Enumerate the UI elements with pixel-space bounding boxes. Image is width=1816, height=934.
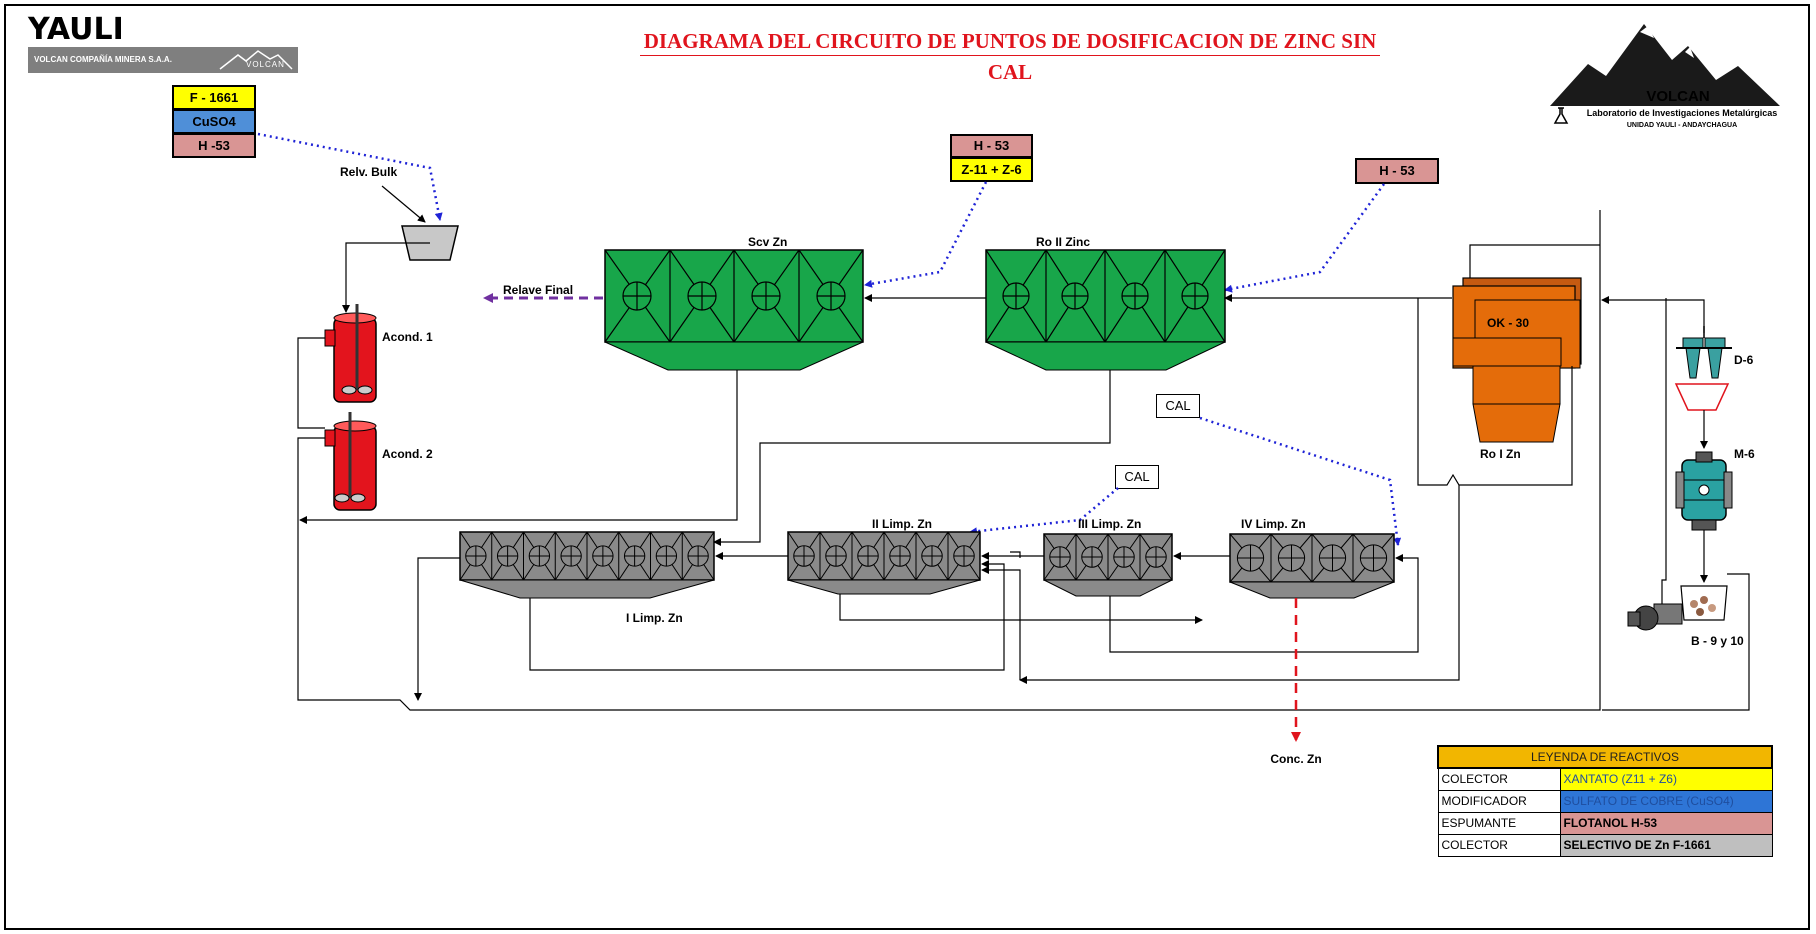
label-ro-ii-zinc: Ro II Zinc bbox=[1036, 235, 1090, 249]
brand-logo-text: VOLCAN bbox=[246, 60, 285, 69]
lab-logo: VOLCAN Laboratorio de Investigaciones Me… bbox=[1548, 18, 1788, 138]
label-m6: M-6 bbox=[1734, 447, 1755, 461]
ro-ii-zinc-bank bbox=[985, 249, 1226, 371]
lab-flask-icon bbox=[1553, 107, 1569, 124]
legend-type: COLECTOR bbox=[1437, 833, 1561, 857]
reagent-tag-h53-left: H -53 bbox=[172, 133, 256, 158]
conditioner-tank-2 bbox=[324, 412, 377, 511]
label-scv-zn: Scv Zn bbox=[748, 235, 787, 249]
label-iv-limp-zn: IV Limp. Zn bbox=[1241, 517, 1306, 531]
label-conc-zn: Conc. Zn bbox=[1270, 752, 1321, 766]
label-acond-2: Acond. 2 bbox=[382, 447, 433, 461]
brand-subtitle: VOLCAN COMPAÑÍA MINERA S.A.A. bbox=[34, 55, 172, 64]
legend-row: COLECTOR XANTATO (Z11 + Z6) bbox=[1437, 767, 1773, 791]
cleaner-cell-glyphs bbox=[459, 531, 1395, 583]
feed-box bbox=[1674, 383, 1730, 411]
yauli-logo: YAULI VOLCAN COMPAÑÍA MINERA S.A.A. VOLC… bbox=[28, 14, 298, 76]
legend-row: MODIFICADOR SULFATO DE COBRE (CuSO4) bbox=[1437, 789, 1773, 813]
legend-reagent: SELECTIVO DE Zn F-1661 bbox=[1559, 833, 1773, 857]
reagent-tag-z11-z6: Z-11 + Z-6 bbox=[950, 157, 1033, 182]
reagent-legend: LEYENDA DE REACTIVOS COLECTOR XANTATO (Z… bbox=[1437, 745, 1773, 857]
label-ok30: OK - 30 bbox=[1487, 316, 1529, 330]
ok30-cell bbox=[1452, 277, 1582, 443]
reagent-tag-cal-1: CAL bbox=[1156, 394, 1200, 418]
legend-type: MODIFICADOR bbox=[1437, 789, 1561, 813]
legend-reagent: SULFATO DE COBRE (CuSO4) bbox=[1559, 789, 1773, 813]
brand-name: YAULI bbox=[28, 12, 124, 47]
label-d6: D-6 bbox=[1734, 353, 1754, 367]
scv-zn-bank bbox=[604, 249, 864, 371]
reagent-tag-h53-mid: H - 53 bbox=[950, 134, 1033, 158]
legend-type: ESPUMANTE bbox=[1437, 811, 1561, 835]
label-i-limp-zn: I Limp. Zn bbox=[626, 611, 683, 625]
conditioner-tank-1 bbox=[324, 304, 377, 403]
pump-b9-10 bbox=[1627, 585, 1728, 631]
page-title: DIAGRAMA DEL CIRCUITO DE PUNTOS DE DOSIF… bbox=[600, 29, 1420, 85]
title-line-1: DIAGRAMA DEL CIRCUITO DE PUNTOS DE DOSIF… bbox=[639, 29, 1381, 56]
legend-reagent: XANTATO (Z11 + Z6) bbox=[1559, 767, 1773, 791]
reagent-tag-h53-right: H - 53 bbox=[1355, 158, 1439, 184]
lab-subtitle: Laboratorio de Investigaciones Metalúrgi… bbox=[1586, 108, 1778, 118]
mountain-icon bbox=[219, 50, 293, 70]
label-b9-10: B - 9 y 10 bbox=[1691, 634, 1744, 648]
diagram-frame bbox=[4, 4, 1810, 930]
label-relave-final: Relave Final bbox=[503, 283, 573, 297]
label-relv-bulk: Relv. Bulk bbox=[340, 165, 397, 179]
legend-row: COLECTOR SELECTIVO DE Zn F-1661 bbox=[1437, 833, 1773, 857]
lab-name: VOLCAN bbox=[1646, 88, 1710, 105]
label-ro-i-zn: Ro I Zn bbox=[1480, 447, 1521, 461]
cyclone-d6 bbox=[1676, 326, 1732, 379]
legend-reagent: FLOTANOL H-53 bbox=[1559, 811, 1773, 835]
lab-unit: UNIDAD YAULI - ANDAYCHAGUA bbox=[1626, 122, 1738, 129]
brand-banner: VOLCAN COMPAÑÍA MINERA S.A.A. VOLCAN bbox=[28, 47, 298, 73]
reagent-dosing-lines bbox=[257, 132, 1402, 546]
reagent-tag-cal-2: CAL bbox=[1115, 465, 1159, 489]
mill-m6 bbox=[1675, 451, 1733, 531]
legend-row: ESPUMANTE FLOTANOL H-53 bbox=[1437, 811, 1773, 835]
volcan-mountain-icon bbox=[1550, 24, 1780, 106]
label-iii-limp-zn: III Limp. Zn bbox=[1078, 517, 1141, 531]
feed-hopper bbox=[342, 185, 459, 313]
legend-header: LEYENDA DE REACTIVOS bbox=[1437, 745, 1773, 769]
legend-type: COLECTOR bbox=[1437, 767, 1561, 791]
title-line-2: CAL bbox=[987, 60, 1033, 84]
label-ii-limp-zn: II Limp. Zn bbox=[872, 517, 932, 531]
label-acond-1: Acond. 1 bbox=[382, 330, 433, 344]
